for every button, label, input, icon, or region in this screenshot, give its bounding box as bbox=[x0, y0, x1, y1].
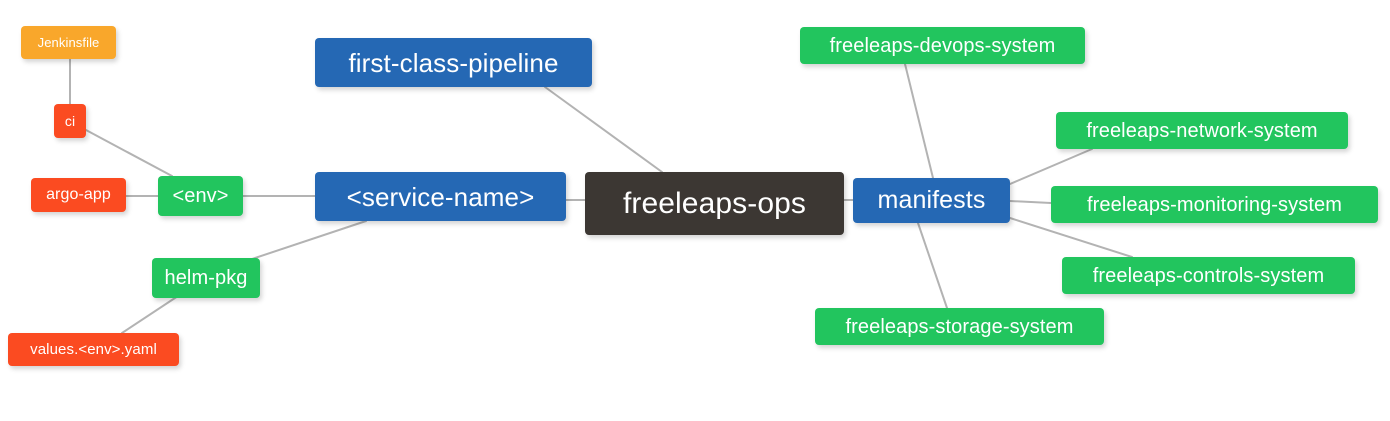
node-label-manifests: manifests bbox=[877, 186, 986, 214]
node-label-service-name: <service-name> bbox=[346, 181, 535, 212]
node-freeleaps-controls-system[interactable]: freeleaps-controls-system bbox=[1062, 257, 1355, 294]
node-manifests[interactable]: manifests bbox=[853, 178, 1010, 223]
node-argo-app[interactable]: argo-app bbox=[31, 178, 126, 212]
edge-manifests-devops bbox=[904, 63, 934, 179]
node-label-argo-app: argo-app bbox=[46, 186, 111, 203]
node-ci[interactable]: ci bbox=[54, 104, 86, 138]
node-label-values-yaml: values.<env>.yaml bbox=[30, 341, 157, 358]
edge-manifests-monitoring bbox=[1009, 200, 1052, 204]
node-freeleaps-ops[interactable]: freeleaps-ops bbox=[585, 172, 844, 235]
node-jenkinsfile[interactable]: Jenkinsfile bbox=[21, 26, 116, 59]
node-label-env: <env> bbox=[172, 185, 229, 207]
node-label-freeleaps-controls-system: freeleaps-controls-system bbox=[1092, 264, 1325, 287]
edge-ci-env bbox=[85, 129, 173, 177]
node-label-ci: ci bbox=[64, 113, 76, 129]
node-helm-pkg[interactable]: helm-pkg bbox=[152, 258, 260, 298]
edge-manifests-storage bbox=[917, 222, 948, 309]
node-label-freeleaps-network-system: freeleaps-network-system bbox=[1086, 119, 1318, 142]
node-service-name[interactable]: <service-name> bbox=[315, 172, 566, 221]
edge-manifests-controls bbox=[1009, 217, 1133, 258]
node-label-freeleaps-ops: freeleaps-ops bbox=[622, 186, 807, 220]
node-env[interactable]: <env> bbox=[158, 176, 243, 216]
node-label-freeleaps-monitoring-system: freeleaps-monitoring-system bbox=[1086, 193, 1342, 216]
edge-service-name-helm-pkg bbox=[242, 220, 367, 263]
edge-helm-pkg-values-yaml bbox=[121, 295, 179, 334]
node-label-freeleaps-devops-system: freeleaps-devops-system bbox=[829, 34, 1056, 57]
node-freeleaps-storage-system[interactable]: freeleaps-storage-system bbox=[815, 308, 1104, 345]
node-label-helm-pkg: helm-pkg bbox=[164, 267, 248, 289]
node-label-jenkinsfile: Jenkinsfile bbox=[37, 35, 100, 50]
node-freeleaps-devops-system[interactable]: freeleaps-devops-system bbox=[800, 27, 1085, 64]
edge-manifests-network bbox=[1009, 148, 1093, 185]
edge-first-class-pipeline-ops bbox=[544, 86, 663, 173]
node-freeleaps-network-system[interactable]: freeleaps-network-system bbox=[1056, 112, 1348, 149]
node-first-class-pipeline[interactable]: first-class-pipeline bbox=[315, 38, 592, 87]
node-freeleaps-monitoring-system[interactable]: freeleaps-monitoring-system bbox=[1051, 186, 1378, 223]
node-label-freeleaps-storage-system: freeleaps-storage-system bbox=[845, 315, 1074, 338]
node-values-yaml[interactable]: values.<env>.yaml bbox=[8, 333, 179, 366]
node-label-first-class-pipeline: first-class-pipeline bbox=[348, 47, 559, 78]
